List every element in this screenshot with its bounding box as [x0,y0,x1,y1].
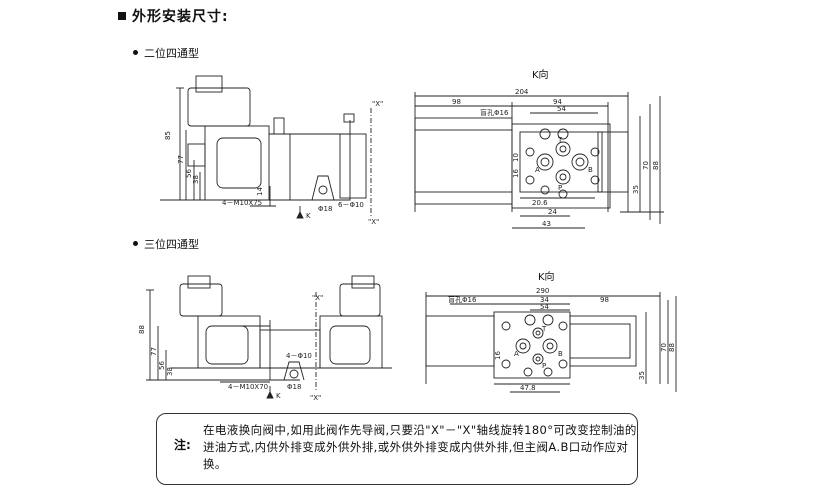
k-view-label-1: K向 [532,70,549,81]
dim-98-1: 98 [452,98,461,106]
dim-38-2: 38 [166,367,174,376]
port-p-2: P [542,362,546,370]
hole-d18-1: Φ18 [318,205,332,213]
blind-hole-label-2: 盲孔Φ16 [448,295,477,304]
page-title-text: 外形安装尺寸: [132,9,229,25]
dim-10: 10 [512,153,520,162]
section-title-2way: 二位四通型 [133,45,199,61]
dim-88-1: 88 [652,161,660,170]
blind-hole-label-1: 盲孔Φ16 [480,108,509,117]
dim-56-2: 56 [158,361,166,370]
dim-70-1: 70 [642,161,650,170]
dim-88-side: 88 [138,325,146,334]
bullet-square-icon [118,12,126,20]
dim-77: 77 [177,155,185,164]
side-view-2way [160,75,372,219]
dim-24: 24 [548,208,557,216]
dim-47-8: 47.8 [520,384,536,392]
port-t-2: T [541,325,547,333]
x-mark-top-1: "X" [372,100,383,108]
dim-290: 290 [536,287,549,295]
dim-38: 38 [192,175,200,184]
dim-54-2: 54 [540,303,549,311]
k-mark-1: K [306,212,311,220]
port-a-1: A [535,166,540,174]
dim-54-1: 54 [557,105,566,113]
section-title-2way-text: 二位四通型 [144,47,199,60]
dim-16-1: 16 [512,169,520,178]
port-p-1: P [558,184,562,192]
note-box [156,413,638,485]
dim-70-2: 70 [660,343,668,352]
x-mark-bottom-2: "X" [310,394,321,402]
bullet-dot-icon [133,241,138,246]
holes-6d10: 6－Φ10 [338,201,364,209]
dim-85: 85 [164,131,172,140]
dim-35-1: 35 [632,185,640,194]
x-mark-bottom-1: "X" [368,218,379,226]
section-title-3way-text: 三位四通型 [144,238,199,251]
hole-d18-2: Φ18 [287,383,301,391]
k-view-2way [414,92,664,229]
page-title: 外形安装尺寸: [118,6,229,26]
dim-14: 14 [256,187,264,196]
dim-88-2: 88 [668,343,676,352]
dim-94: 94 [553,98,562,106]
port-a-2: A [514,350,519,358]
bolt-spec-2: 4－M10X70 [228,383,268,391]
k-view-3way [425,292,677,393]
hole-4d10: 4－Φ10 [286,352,312,360]
dim-204: 204 [515,88,529,96]
bolt-spec-1: 4－M10X75 [222,199,262,207]
dim-43: 43 [542,220,551,228]
dim-34: 34 [540,296,549,304]
dim-77-2: 77 [150,347,158,356]
dim-20-6: 20.6 [532,199,548,207]
bullet-dot-icon [133,50,138,55]
port-b-1: B [588,166,593,174]
side-view-3way [146,275,392,399]
x-mark-top-2: "X" [312,294,323,302]
k-mark-2: K [276,392,281,400]
section-title-3way: 三位四通型 [133,236,199,252]
dim-56: 56 [185,169,193,178]
note-text: 在电液换向阀中,如用此阀作先导阀,只要沿"X"－"X"轴线旋转180°可改变控制… [203,423,637,471]
k-view-label-2: K向 [538,272,555,283]
dim-35-2: 35 [638,371,646,380]
port-t-1: T [557,136,563,144]
dim-16-2: 16 [494,351,502,360]
dim-98-2: 98 [600,296,609,304]
note-label: 注: [174,438,191,452]
port-b-2: B [558,350,563,358]
